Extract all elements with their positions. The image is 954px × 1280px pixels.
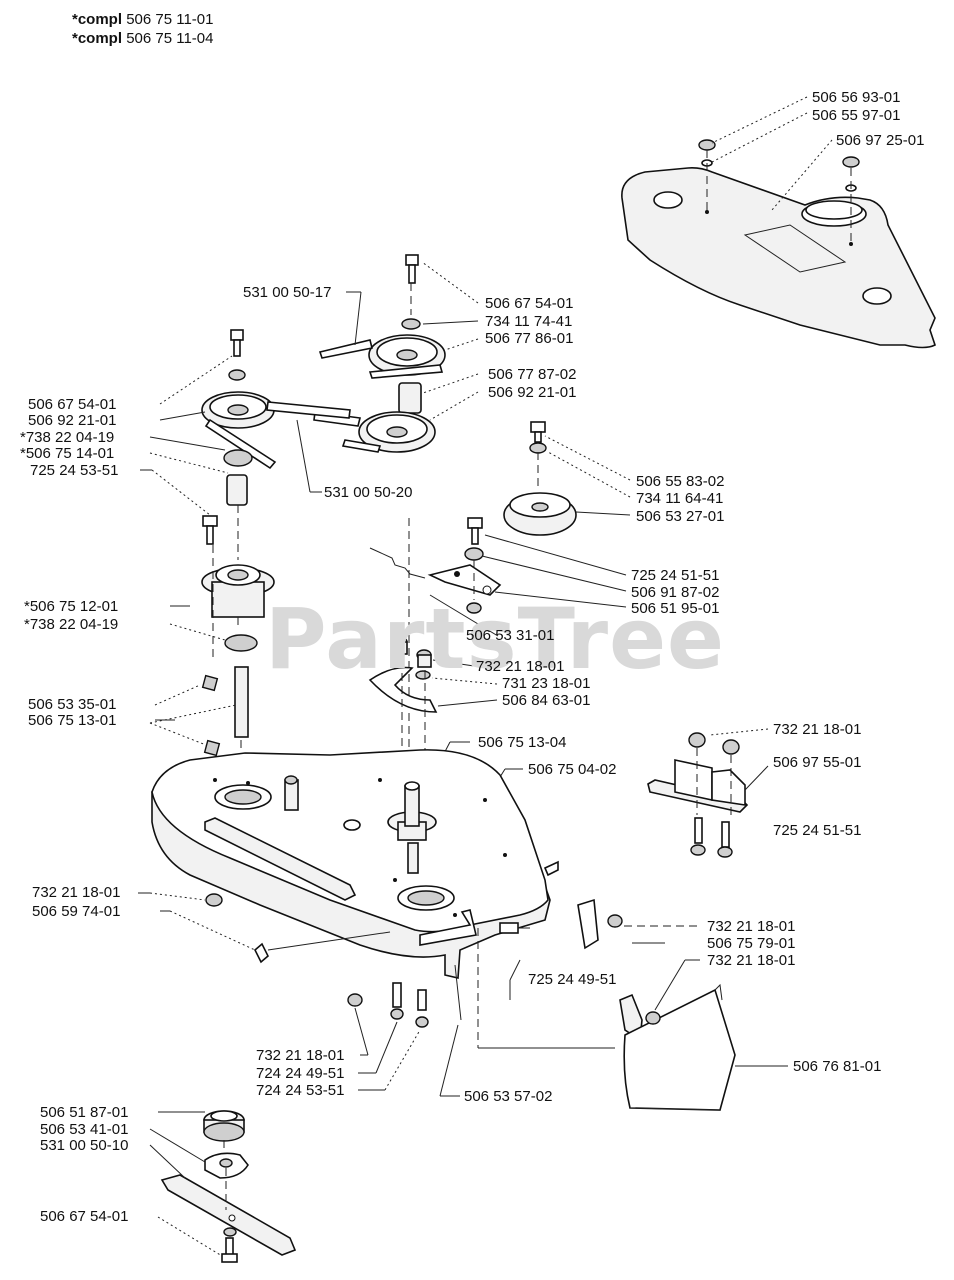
part-label[interactable]: 506 75 79-01 <box>707 935 796 952</box>
header-line-1: *compl 506 75 11-01 <box>72 12 214 27</box>
part-label[interactable]: 506 53 41-01 <box>40 1121 129 1138</box>
part-label[interactable]: *506 75 12-01 <box>24 598 119 615</box>
header-line-2: *compl 506 75 11-04 <box>72 31 214 46</box>
part-label[interactable]: 506 55 97-01 <box>812 107 901 124</box>
header-prefix: *compl <box>72 11 123 28</box>
part-label[interactable]: *738 22 04-19 <box>24 616 119 633</box>
part-label[interactable]: 531 00 50-17 <box>243 284 332 301</box>
part-label[interactable]: 506 75 13-04 <box>478 734 567 751</box>
part-label[interactable]: 506 53 31-01 <box>466 627 555 644</box>
part-label[interactable]: *506 75 14-01 <box>20 445 115 462</box>
part-label[interactable]: 732 21 18-01 <box>707 918 796 935</box>
mounting-bracket <box>647 728 769 858</box>
part-label[interactable]: 732 21 18-01 <box>707 952 796 969</box>
part-label[interactable]: 506 59 74-01 <box>32 903 121 920</box>
part-label[interactable]: 506 76 81-01 <box>793 1058 882 1075</box>
part-label[interactable]: 725 24 51-51 <box>773 822 862 839</box>
part-label[interactable]: 724 24 49-51 <box>256 1065 345 1082</box>
idler-pulley-assembly <box>369 421 577 614</box>
upper-right-pulley-assembly <box>313 254 446 453</box>
part-label[interactable]: 506 53 57-02 <box>464 1088 553 1105</box>
header-number: 506 75 11-01 <box>126 11 214 28</box>
part-label[interactable]: 731 23 18-01 <box>502 675 591 692</box>
part-label[interactable]: 506 97 25-01 <box>836 132 925 149</box>
part-label[interactable]: 732 21 18-01 <box>773 721 862 738</box>
part-label[interactable]: 506 75 13-01 <box>28 712 117 729</box>
part-label[interactable]: 506 51 95-01 <box>631 600 720 617</box>
part-label[interactable]: 506 84 63-01 <box>502 692 591 709</box>
part-label[interactable]: 506 77 86-01 <box>485 330 574 347</box>
header-number: 506 75 11-04 <box>126 30 214 47</box>
upper-right-leader-lines <box>346 261 479 421</box>
mower-deck <box>151 749 559 979</box>
part-label[interactable]: 506 97 55-01 <box>773 754 862 771</box>
part-label[interactable]: 725 24 49-51 <box>528 971 617 988</box>
idler-leader-lines <box>429 435 631 637</box>
discharge-chute <box>619 983 736 1111</box>
part-label[interactable]: 506 55 83-02 <box>636 473 725 490</box>
blade-assembly <box>160 1110 297 1263</box>
watermark: PartsTree <box>265 590 726 688</box>
part-label[interactable]: 506 77 87-02 <box>488 366 577 383</box>
deck-leader-lines <box>138 892 788 1097</box>
cover-leader-lines <box>706 96 852 244</box>
part-label[interactable]: 531 00 50-10 <box>40 1137 129 1154</box>
part-label[interactable]: 506 51 87-01 <box>40 1104 129 1121</box>
part-label[interactable]: *738 22 04-19 <box>20 429 115 446</box>
part-label[interactable]: 734 11 64-41 <box>636 490 724 507</box>
part-label[interactable]: 506 53 35-01 <box>28 696 117 713</box>
part-label[interactable]: 506 67 54-01 <box>40 1208 129 1225</box>
part-label[interactable]: 506 92 21-01 <box>488 384 577 401</box>
part-label[interactable]: 724 24 53-51 <box>256 1082 345 1099</box>
part-label[interactable]: 506 67 54-01 <box>485 295 574 312</box>
left-spindle-leader-lines <box>140 355 322 746</box>
part-label[interactable]: 732 21 18-01 <box>32 884 121 901</box>
part-label[interactable]: 734 11 74-41 <box>485 313 573 330</box>
part-label[interactable]: 531 00 50-20 <box>324 484 413 501</box>
cover-plate <box>621 139 936 349</box>
part-label[interactable]: 732 21 18-01 <box>476 658 565 675</box>
part-label[interactable]: 725 24 51-51 <box>631 567 720 584</box>
part-label[interactable]: 506 91 87-02 <box>631 584 720 601</box>
part-label[interactable]: 506 92 21-01 <box>28 412 117 429</box>
left-spindle-assembly <box>201 329 351 780</box>
part-label[interactable]: 506 67 54-01 <box>28 396 117 413</box>
header-prefix: *compl <box>72 30 123 47</box>
deck-hardware <box>205 893 623 1049</box>
part-label[interactable]: 506 56 93-01 <box>812 89 901 106</box>
part-label[interactable]: 506 53 27-01 <box>636 508 725 525</box>
part-label[interactable]: 732 21 18-01 <box>256 1047 345 1064</box>
blade-leader-lines <box>149 1111 223 1257</box>
part-label[interactable]: 506 75 04-02 <box>528 761 617 778</box>
part-label[interactable]: 725 24 53-51 <box>30 462 119 479</box>
